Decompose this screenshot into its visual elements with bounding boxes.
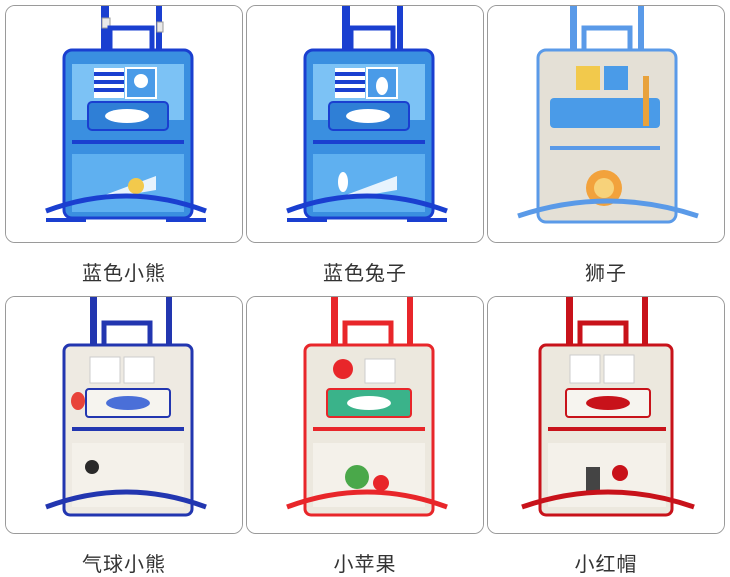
organizer-image-blue-bear [6,6,242,242]
product-card-blue-bear[interactable] [5,5,243,243]
organizer-image-lion [488,6,724,242]
organizer-image-balloon-bear [6,297,242,533]
product-label: 蓝色小熊 [82,261,166,285]
organizer-image-apple [247,297,483,533]
product-card-blue-rabbit[interactable] [246,5,484,243]
organizer-image-red-hood [488,297,724,533]
product-card-lion[interactable] [487,5,725,243]
product-label: 气球小熊 [82,552,166,576]
product-label: 狮子 [585,261,627,285]
organizer-image-blue-rabbit [247,6,483,242]
product-label: 小苹果 [333,552,397,576]
product-card-balloon-bear[interactable] [5,296,243,534]
product-card-apple[interactable] [246,296,484,534]
product-label: 蓝色兔子 [323,261,407,285]
product-label: 小红帽 [574,552,638,576]
product-card-red-hood[interactable] [487,296,725,534]
